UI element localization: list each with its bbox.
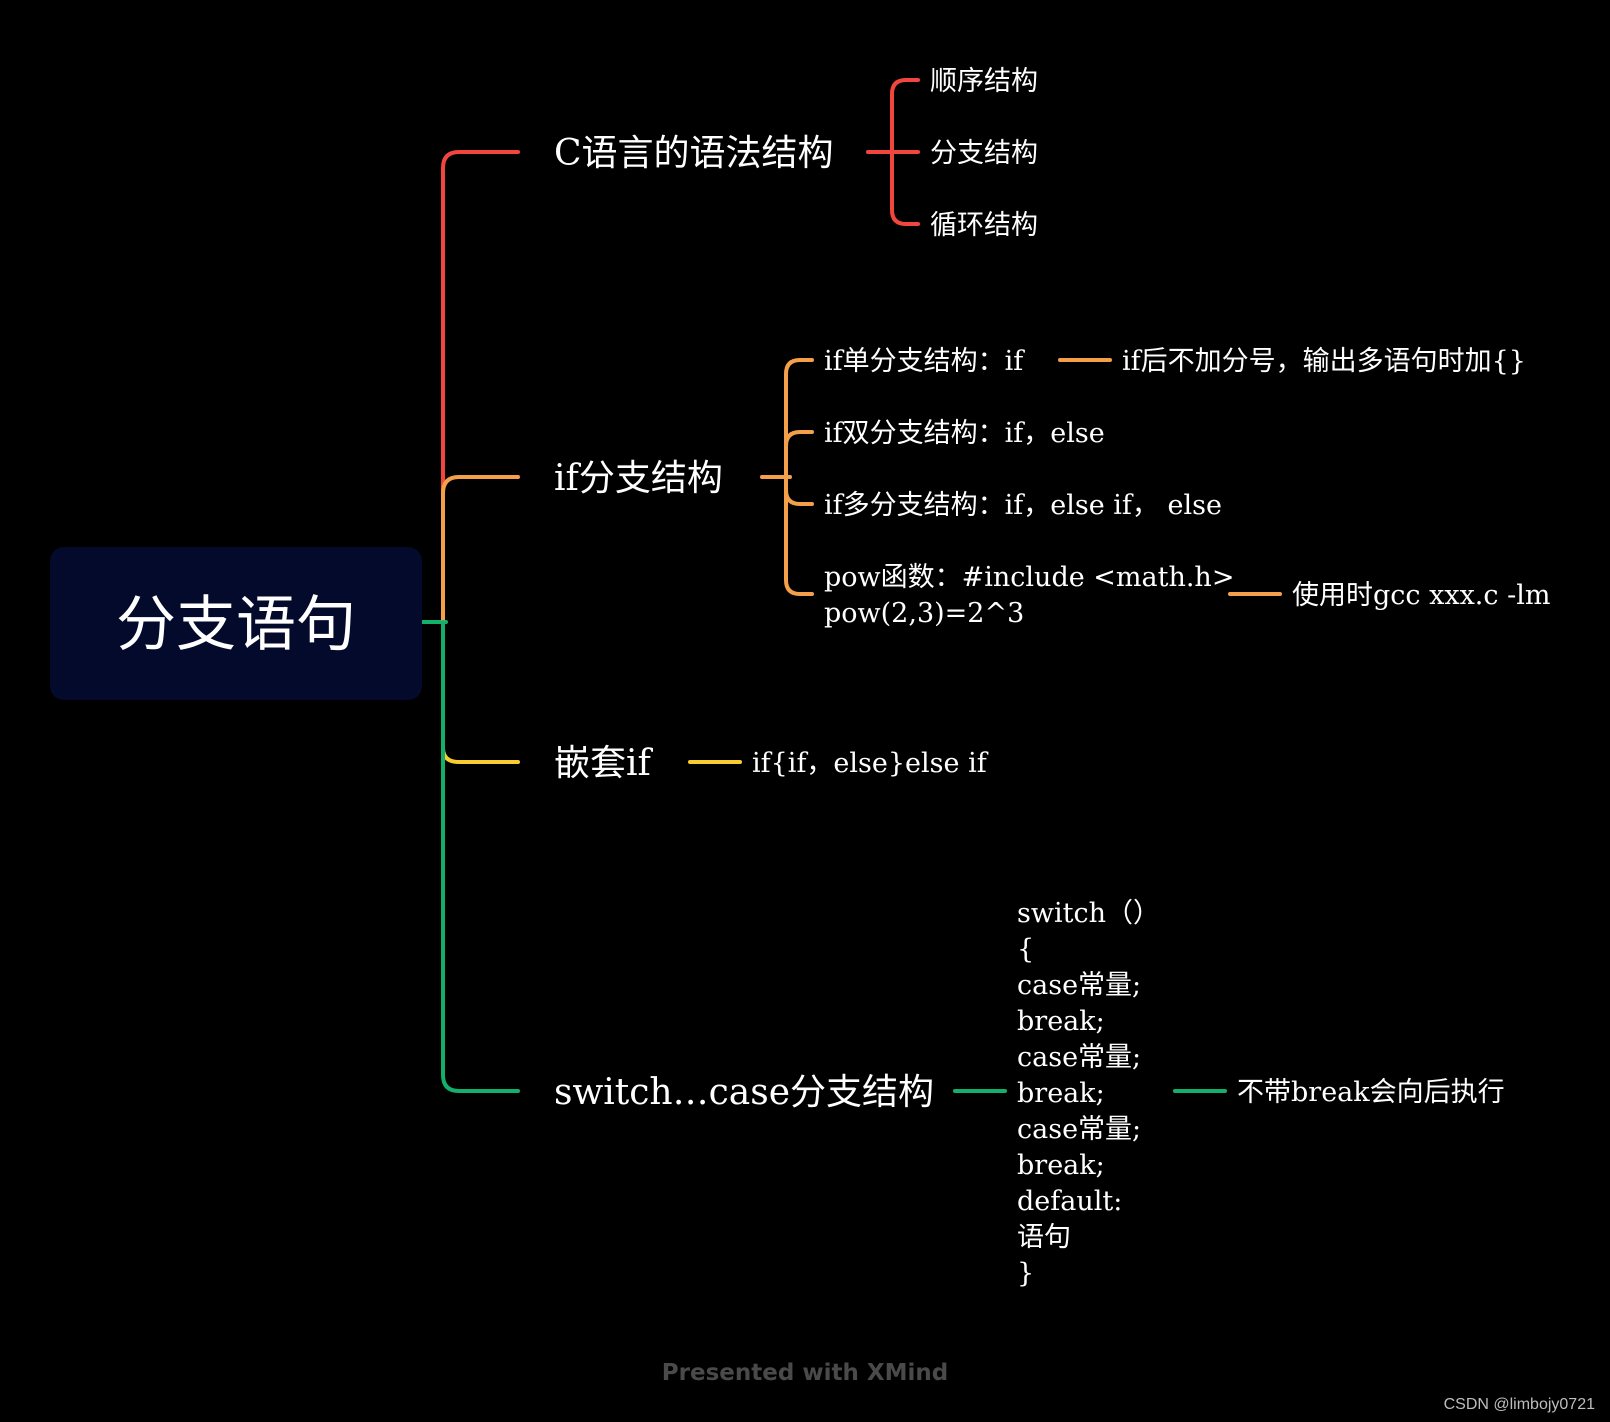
watermark-csdn: CSDN @limbojy0721 bbox=[1444, 1396, 1596, 1413]
topic-syntax-structure[interactable]: C语言的语法结构 bbox=[554, 133, 834, 174]
subtopic-sequence[interactable]: 顺序结构 bbox=[930, 66, 1038, 97]
connector-branch-2-child-3 bbox=[784, 488, 814, 506]
note-switch-fallthrough[interactable]: 不带break会向后执行 bbox=[1237, 1077, 1505, 1108]
switch-code-line: case常量; bbox=[1017, 1042, 1141, 1073]
switch-code-line: switch（） bbox=[1017, 898, 1160, 929]
subtopic-if-multi[interactable]: if多分支结构：if，else if， else bbox=[824, 490, 1222, 521]
connector-branch-2 bbox=[441, 475, 520, 624]
switch-code-line: break; bbox=[1017, 1150, 1105, 1181]
subtopic-switch-code[interactable]: switch（） { case常量; break; case常量; break;… bbox=[1017, 898, 1160, 1289]
connector-branch-1-child-3 bbox=[890, 150, 920, 226]
subtopic-if-double[interactable]: if双分支结构：if，else bbox=[824, 418, 1105, 449]
connector-branch-1 bbox=[441, 150, 520, 624]
connector-branch-3 bbox=[441, 620, 520, 764]
subtopic-pow-line-1[interactable]: pow函数：#include <math.h> bbox=[824, 562, 1234, 593]
switch-code-line: case常量; bbox=[1017, 1114, 1141, 1145]
note-pow-compile[interactable]: 使用时gcc xxx.c -lm bbox=[1292, 580, 1550, 611]
subtopic-loop[interactable]: 循环结构 bbox=[930, 210, 1038, 241]
connector-branch-2-child-2 bbox=[784, 430, 814, 448]
root-node-label: 分支语句 bbox=[116, 590, 356, 660]
topic-if-branch[interactable]: if分支结构 bbox=[554, 458, 723, 499]
subtopic-nested-if-example[interactable]: if{if，else}else if bbox=[752, 748, 989, 779]
connector-branch-2-child-4 bbox=[784, 475, 814, 596]
connector-branch-2-child-1 bbox=[784, 358, 814, 479]
switch-code-line: default: bbox=[1017, 1186, 1122, 1217]
switch-code-line: break; bbox=[1017, 1006, 1105, 1037]
footer-xmind: Presented with XMind bbox=[662, 1360, 948, 1386]
switch-code-line: break; bbox=[1017, 1078, 1105, 1109]
subtopic-if-single[interactable]: if单分支结构：if bbox=[824, 346, 1025, 377]
topic-nested-if[interactable]: 嵌套if bbox=[554, 743, 654, 784]
connector-branch-1-child-1 bbox=[890, 78, 920, 154]
subtopic-pow-line-2[interactable]: pow(2,3)=2^3 bbox=[824, 598, 1024, 629]
switch-code-line: case常量; bbox=[1017, 970, 1141, 1001]
subtopic-branch[interactable]: 分支结构 bbox=[930, 138, 1038, 169]
note-if-single[interactable]: if后不加分号，输出多语句时加{} bbox=[1122, 346, 1526, 377]
topic-switch-case[interactable]: switch…case分支结构 bbox=[554, 1072, 934, 1113]
root-node[interactable] bbox=[50, 547, 422, 700]
switch-code-line: { bbox=[1017, 934, 1034, 965]
switch-code-line: } bbox=[1017, 1258, 1034, 1289]
switch-code-line: 语句 bbox=[1017, 1222, 1071, 1253]
connector-branch-4 bbox=[441, 620, 520, 1093]
